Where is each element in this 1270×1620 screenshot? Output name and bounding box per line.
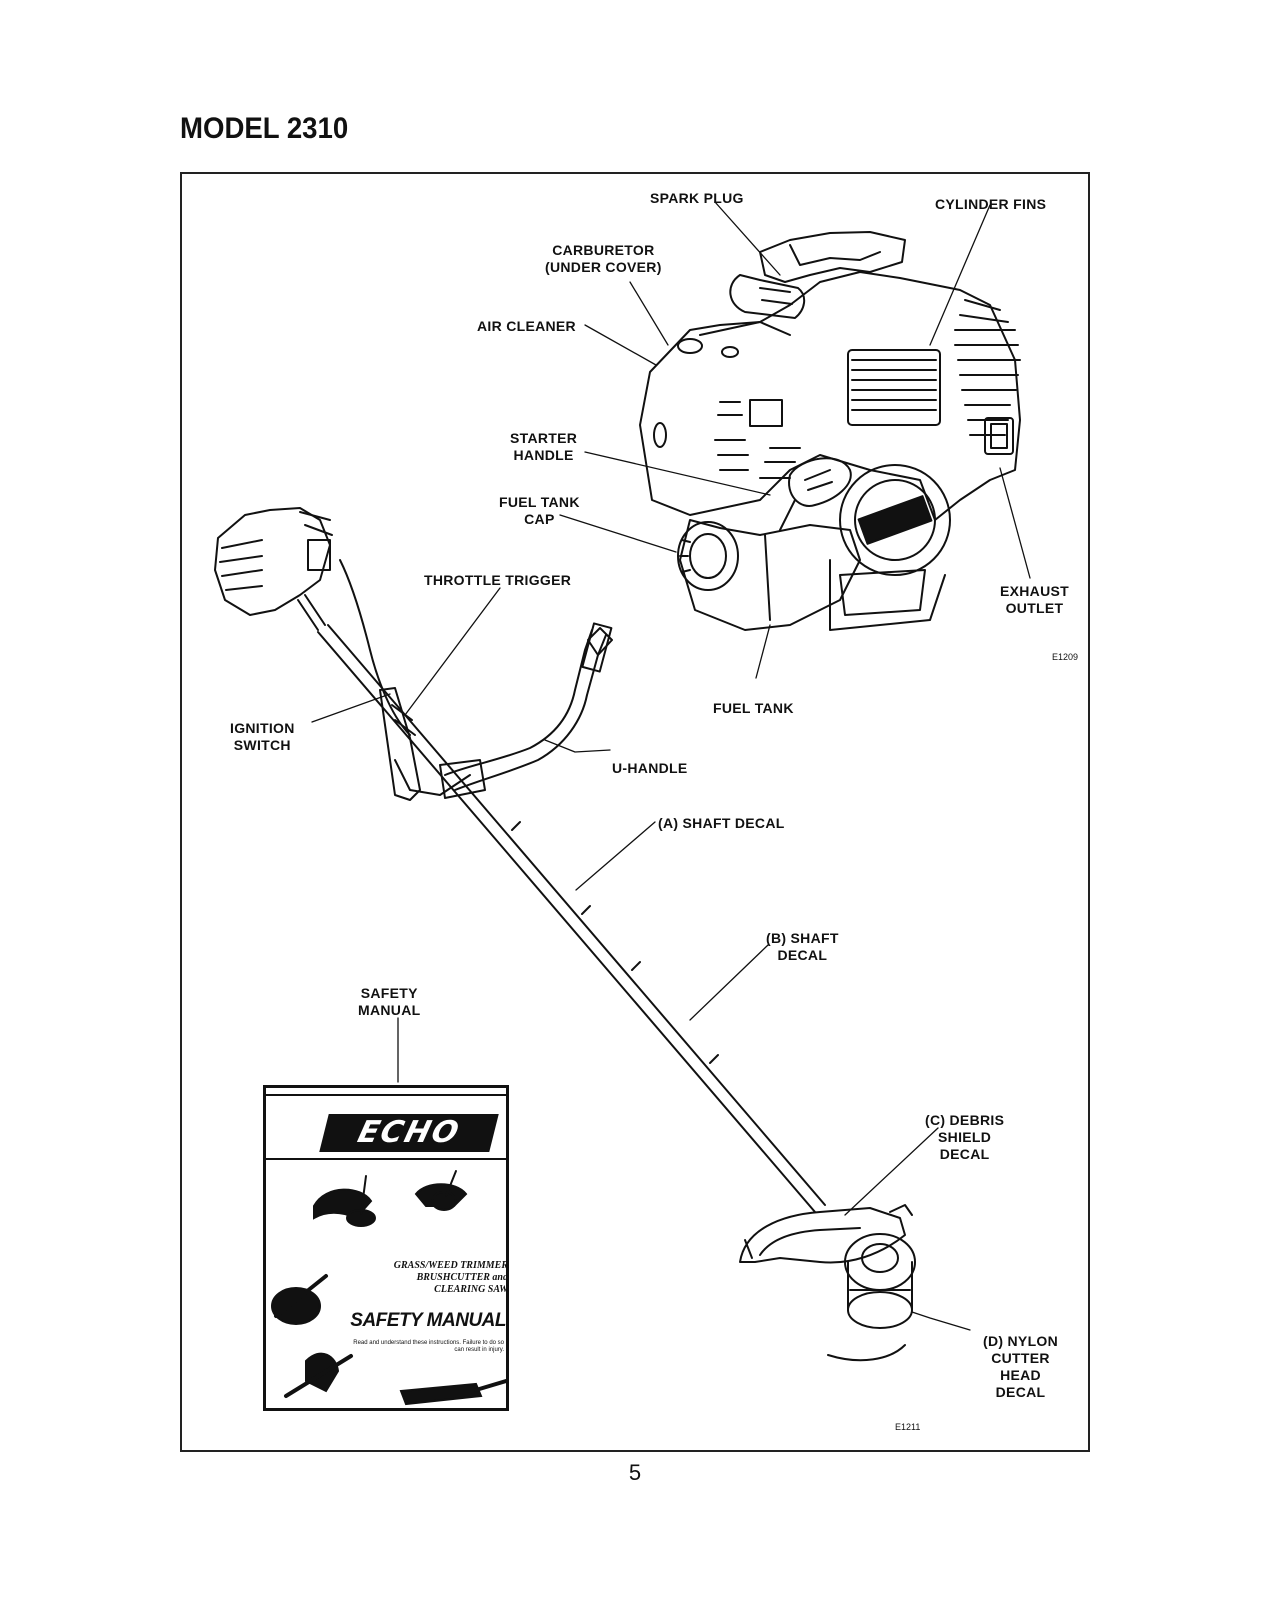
manual-warning: Read and understand these instructions. … — [353, 1340, 504, 1353]
figure-code-trimmer: E1211 — [895, 1422, 921, 1432]
label-air-cleaner: AIR CLEANER — [477, 318, 576, 334]
label-fuel-tank-cap: FUEL TANK CAP — [499, 494, 580, 527]
label-safety-manual: SAFETY MANUAL — [358, 985, 421, 1018]
trimmer-illustration — [214, 507, 916, 1362]
leader-lines — [311, 201, 1031, 1331]
label-carburetor: CARBURETOR (UNDER COVER) — [545, 242, 662, 275]
manual-logo-band: ECHO — [266, 1094, 506, 1160]
manual-heading: SAFETY MANUAL — [350, 1310, 506, 1331]
page-title: MODEL 2310 — [180, 112, 349, 145]
label-exhaust-outlet: EXHAUST OUTLET — [1000, 583, 1069, 616]
label-spark-plug: SPARK PLUG — [650, 190, 744, 206]
label-ignition-switch: IGNITION SWITCH — [230, 720, 295, 753]
diagram-frame — [180, 172, 1090, 1452]
engine-badge — [857, 495, 933, 545]
engine-illustration — [639, 231, 1021, 631]
figure-code-engine: E1209 — [1052, 652, 1079, 662]
label-u-handle: U-HANDLE — [612, 760, 688, 776]
label-starter-handle: STARTER HANDLE — [510, 430, 578, 463]
page-number: 5 — [628, 1460, 642, 1485]
safety-manual-cover: ECHO GRASS/WEED TRIMMER BRUSHCUTTER and … — [263, 1085, 509, 1411]
label-shaft-decal-b: (B) SHAFT DECAL — [766, 930, 839, 963]
label-throttle-trigger: THROTTLE TRIGGER — [424, 572, 572, 588]
manual-subtitle: GRASS/WEED TRIMMER BRUSHCUTTER and CLEAR… — [393, 1260, 508, 1295]
label-debris-shield-decal: (C) DEBRIS SHIELD DECAL — [925, 1112, 1005, 1162]
label-fuel-tank: FUEL TANK — [713, 700, 794, 716]
manual-illustrations — [271, 1170, 506, 1406]
label-nylon-cutter-head-decal: (D) NYLON CUTTER HEAD DECAL — [983, 1333, 1059, 1400]
label-shaft-decal-a: (A) SHAFT DECAL — [658, 815, 785, 831]
manual-logo: ECHO — [319, 1114, 499, 1152]
label-cylinder-fins: CYLINDER FINS — [935, 196, 1047, 212]
